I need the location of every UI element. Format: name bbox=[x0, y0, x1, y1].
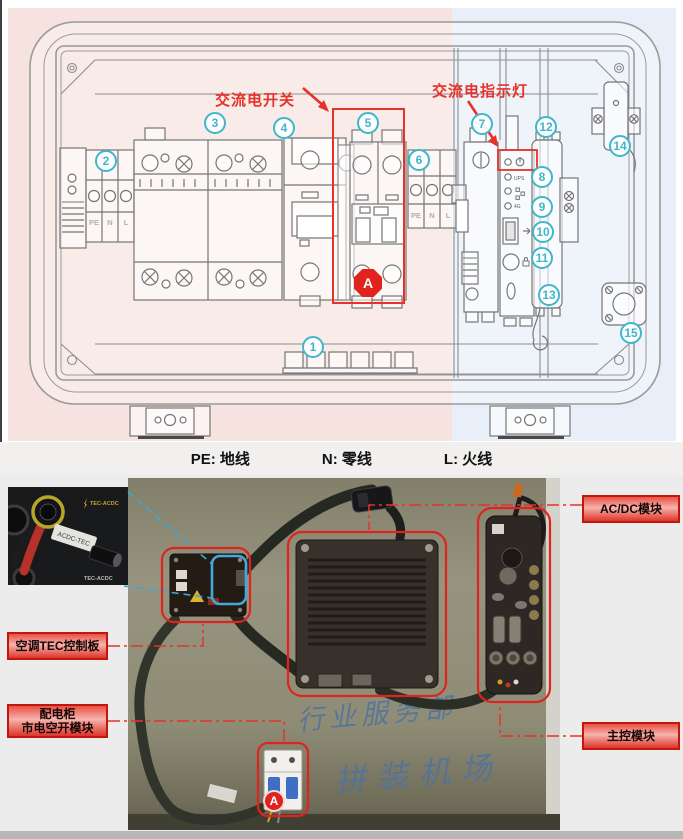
pe-label-right: PE bbox=[411, 211, 421, 220]
breaker-leader bbox=[108, 720, 285, 741]
usb-port bbox=[502, 217, 519, 245]
breaker-module-label: 配电柜 市电空开模块 bbox=[7, 704, 108, 738]
connector-plate-15 bbox=[601, 282, 647, 326]
callout-8: 8 bbox=[531, 166, 553, 188]
blue-connector-highlight bbox=[210, 554, 248, 606]
callout-9: 9 bbox=[531, 196, 553, 218]
inset-bottom-label: TEC-ACDC bbox=[84, 576, 113, 582]
bracket-14 bbox=[591, 81, 641, 173]
callout-6: 6 bbox=[408, 149, 430, 171]
callout-3: 3 bbox=[204, 112, 226, 134]
mounting-bracket-right bbox=[489, 405, 571, 437]
module-photo: 行业服务部 拼装机场 bbox=[8, 478, 582, 830]
red-annotations bbox=[302, 87, 538, 304]
callout-4: 4 bbox=[273, 117, 295, 139]
terminal-block-left bbox=[59, 147, 135, 249]
main-control-module bbox=[485, 515, 543, 695]
fourg-led-label: 4G bbox=[514, 204, 521, 210]
callout-5: 5 bbox=[357, 112, 379, 134]
marker-a-diagram: A bbox=[354, 269, 382, 297]
top-cable-connector bbox=[350, 485, 394, 513]
callout-2: 2 bbox=[95, 150, 117, 172]
ac-switch-arrow bbox=[302, 87, 329, 112]
ac-indicator-highlight-box bbox=[497, 149, 538, 171]
marker-a-photo: A bbox=[263, 790, 285, 812]
breaker-label-line1: 配电柜 bbox=[39, 707, 76, 721]
mounting-bracket-left bbox=[129, 405, 211, 437]
callout-10: 10 bbox=[532, 221, 554, 243]
acdc-module-label: AC/DC模块 bbox=[582, 495, 680, 523]
callout-13: 13 bbox=[538, 284, 560, 306]
power-icon bbox=[515, 157, 525, 167]
l-label-right: L bbox=[446, 211, 451, 220]
breaker-highlight bbox=[256, 741, 310, 818]
main-leader bbox=[499, 704, 582, 737]
n-label-left: N bbox=[107, 218, 112, 227]
ac-indicator-annotation: 交流电指示灯 bbox=[432, 83, 529, 100]
lightning-icon bbox=[84, 498, 87, 509]
network-icon bbox=[515, 187, 525, 200]
connector-barrel bbox=[88, 545, 122, 568]
wire-legend: PE: 地线 N: 零线 L: 火线 bbox=[0, 442, 683, 475]
leader-lines bbox=[108, 504, 582, 741]
photo-highlight-boxes bbox=[160, 506, 552, 818]
cable-glands bbox=[282, 351, 418, 374]
callout-15: 15 bbox=[620, 322, 642, 344]
callout-7: 7 bbox=[471, 113, 493, 135]
callout-12: 12 bbox=[535, 116, 557, 138]
main-module-label-text: 主控模块 bbox=[606, 729, 655, 743]
l-label-left: L bbox=[124, 218, 129, 227]
pe-label-left: PE bbox=[89, 218, 99, 227]
callout-11: 11 bbox=[531, 247, 553, 269]
callout-1: 1 bbox=[302, 336, 324, 358]
legend-pe: PE: 地线 bbox=[190, 451, 250, 468]
callout-14: 14 bbox=[609, 135, 631, 157]
ac-switch-annotation: 交流电开关 bbox=[215, 92, 296, 109]
acdc-module bbox=[295, 539, 439, 689]
breaker-module-4 bbox=[283, 137, 356, 307]
monitor-module bbox=[499, 115, 535, 327]
reset-button bbox=[502, 253, 520, 271]
inset-link-lines bbox=[123, 491, 213, 599]
breaker-label-line2: 市电空开模块 bbox=[21, 721, 94, 735]
tec-board-label: 空调TEC控制板 bbox=[7, 632, 108, 660]
inset-photo: ACDC-TEC TEC-ACDC TEC-ACDC bbox=[8, 487, 128, 585]
page-left-border bbox=[0, 0, 2, 462]
acdc-module-label-text: AC/DC模块 bbox=[600, 502, 662, 516]
inset-top-label: TEC-ACDC bbox=[90, 501, 119, 507]
breaker-module-3 bbox=[133, 127, 283, 301]
tec-board-label-text: 空调TEC控制板 bbox=[15, 639, 100, 653]
cable-tag bbox=[206, 783, 238, 804]
legend-l: L: 火线 bbox=[443, 451, 493, 468]
inner-panel-details bbox=[60, 48, 630, 378]
main-highlight bbox=[476, 506, 552, 704]
cable-hook-13 bbox=[532, 307, 548, 351]
cable-harness bbox=[134, 484, 546, 826]
tec-board bbox=[169, 553, 247, 617]
tec-highlight bbox=[160, 546, 252, 624]
enclosure-diagram: PE N L PE N L UPS 4G bbox=[8, 8, 676, 441]
orange-cable-tip bbox=[513, 483, 523, 498]
ups-led-label: UPS bbox=[514, 176, 525, 182]
n-label-right: N bbox=[429, 211, 434, 220]
main-module-label: 主控模块 bbox=[582, 722, 680, 750]
lock-icon bbox=[522, 257, 530, 267]
bottom-gray-bar bbox=[0, 831, 683, 839]
acdc-leader bbox=[368, 504, 582, 530]
breaker-module-7 bbox=[451, 127, 499, 323]
legend-n: N: 零线 bbox=[321, 451, 372, 468]
tec-leader bbox=[108, 624, 204, 647]
ac-switch-highlight-box bbox=[332, 108, 405, 304]
acdc-highlight bbox=[286, 530, 448, 698]
